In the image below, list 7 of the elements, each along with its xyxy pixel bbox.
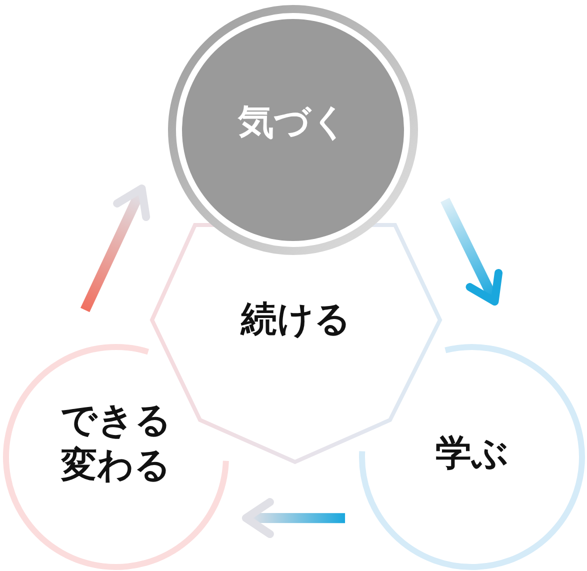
node-label: 気づく [236,101,349,145]
arrow [80,184,150,312]
node-label: できる変わる [60,399,172,488]
node-label: 学ぶ [434,432,510,476]
node-label: 続ける [239,298,352,342]
arrow [440,198,503,306]
arrow [242,498,346,538]
